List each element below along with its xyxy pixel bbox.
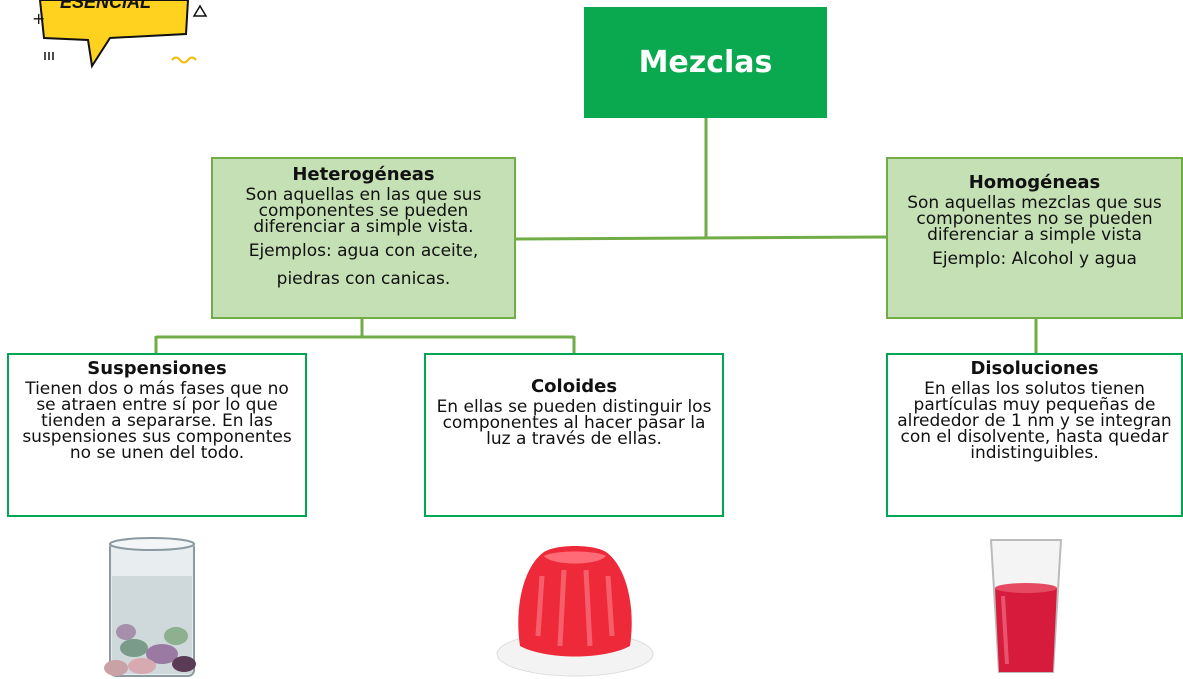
disoluciones-description: En ellas los solutos tienen partículas m… [897, 379, 1172, 463]
root-title: Mezclas [638, 45, 773, 80]
heterogeneas-examples-line2: piedras con canicas. [276, 269, 451, 289]
coloides-title: Coloides [530, 376, 618, 397]
suspensiones-title: Suspensiones [87, 358, 227, 379]
triangle-icon [192, 4, 208, 17]
homogeneas-description: Son aquellas mezclas que sus componentes… [907, 193, 1162, 245]
bars-icon [44, 52, 54, 60]
heterogeneas-title: Heterogéneas [292, 164, 435, 185]
homogeneas-node: Homogéneas Son aquellas mezclas que sus … [886, 157, 1183, 319]
heterogeneas-node: Heterogéneas Son aquellas en las que sus… [211, 157, 516, 319]
suspensiones-description: Tienen dos o más fases que no se atraen … [22, 379, 292, 463]
homogeneas-title: Homogéneas [968, 172, 1101, 193]
disoluciones-node: Disoluciones En ellas los solutos tienen… [886, 353, 1183, 517]
homogeneas-example: Ejemplo: Alcohol y agua [932, 249, 1137, 269]
heterogeneas-examples-line1: Ejemplos: agua con aceite, [248, 241, 479, 261]
coloides-description: En ellas se pueden distinguir los compon… [436, 397, 712, 449]
squiggle-icon [171, 56, 197, 64]
disoluciones-title: Disoluciones [970, 358, 1099, 379]
glass-with-stones-image [104, 537, 196, 677]
badge-text: ESENCIAL [60, 0, 151, 12]
plus-icon: + [32, 9, 45, 28]
heterogeneas-description: Son aquellas en las que sus componentes … [245, 185, 482, 237]
coloides-node: Coloides En ellas se pueden distinguir l… [424, 353, 724, 517]
esencial-badge: ESENCIAL + [32, 0, 208, 69]
suspensiones-node: Suspensiones Tienen dos o más fases que … [7, 353, 307, 517]
red-drink-glass-image [989, 539, 1063, 673]
gelatin-image [496, 546, 654, 677]
root-node: Mezclas [584, 7, 827, 118]
